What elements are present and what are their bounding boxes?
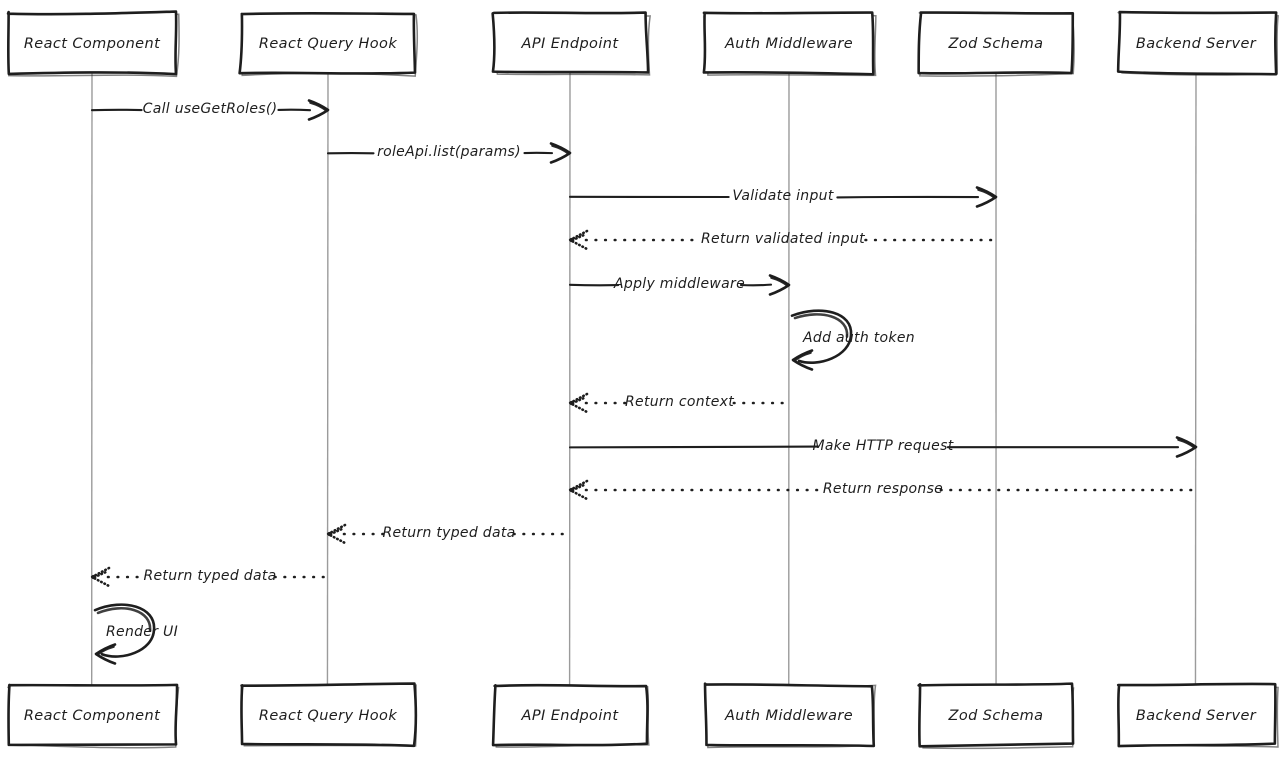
message-line-right <box>739 283 773 287</box>
actor-box-outline <box>7 683 179 747</box>
message-label-return-validated-input: Return validated input <box>701 231 865 247</box>
actor-label-zod-schema: Zod Schema <box>948 708 1044 724</box>
message-return-typed-data-api[interactable]: Return typed data <box>325 523 572 545</box>
actor-box-outline <box>6 10 178 76</box>
arrowhead-solid <box>94 643 117 665</box>
actor-label-backend-server: Backend Server <box>1136 708 1257 724</box>
message-label-return-context: Return context <box>625 394 734 410</box>
messages-group: Call useGetRoles() roleApi.list(params) Va… <box>89 99 1198 665</box>
message-label-roleapi-list: roleApi.list(params) <box>377 144 521 160</box>
message-line-left <box>568 445 820 449</box>
actor-box-outline <box>1116 682 1277 748</box>
message-label-call-usegetroles: Call useGetRoles() <box>143 101 278 117</box>
lifelines-group <box>90 72 1197 686</box>
arrowhead-dotted <box>325 523 347 545</box>
self-loop-path-overdraw <box>96 607 152 633</box>
message-label-apply-middleware: Apply middleware <box>613 276 745 292</box>
message-add-auth-token[interactable]: Add auth token <box>790 309 915 371</box>
actor-label-react-query-hook: React Query Hook <box>259 36 397 52</box>
actor-label-auth-middleware: Auth Middleware <box>724 708 853 724</box>
self-loop-path <box>93 603 156 658</box>
actor-box-outline <box>702 11 875 76</box>
message-make-http-request[interactable]: Make HTTP request <box>568 436 1198 458</box>
arrowhead-solid <box>549 142 572 164</box>
arrowhead-dotted <box>567 392 589 414</box>
arrowhead-solid <box>791 349 814 371</box>
message-label-render-ui: Render UI <box>106 624 178 640</box>
message-label-make-http-request: Make HTTP request <box>813 438 954 454</box>
actor-top-auth-middleware[interactable]: Auth Middleware <box>702 11 877 77</box>
actor-bottom-auth-middleware[interactable]: Auth Middleware <box>703 682 877 749</box>
actor-box-outline <box>491 11 650 74</box>
actors-top-group: React Component React Query Hook API Endpo… <box>6 10 1280 78</box>
actor-label-api-endpoint: API Endpoint <box>521 708 620 724</box>
actors-bottom-group: React Component React Query Hook API Endpo… <box>7 682 1279 750</box>
actor-label-react-component: React Component <box>24 36 161 52</box>
actor-box-outline <box>238 11 417 75</box>
message-label-validate-input: Validate input <box>732 188 833 204</box>
actor-box-outline <box>917 682 1075 748</box>
actor-box-outline <box>240 682 418 748</box>
actor-top-zod-schema[interactable]: Zod Schema <box>917 11 1075 77</box>
actor-label-react-component: React Component <box>24 708 161 724</box>
self-loop-path-overdraw <box>793 313 849 338</box>
message-roleapi-list[interactable]: roleApi.list(params) <box>326 142 572 164</box>
message-render-ui[interactable]: Render UI <box>93 603 178 665</box>
actor-top-react-component[interactable]: React Component <box>6 10 180 78</box>
actor-box-outline <box>1116 10 1278 76</box>
self-loop-path <box>790 309 853 364</box>
message-label-return-typed-data-api: Return typed data <box>382 525 515 541</box>
message-return-context[interactable]: Return context <box>567 392 791 414</box>
message-return-validated-input[interactable]: Return validated input <box>567 229 998 251</box>
message-apply-middleware[interactable]: Apply middleware <box>568 274 791 296</box>
arrowhead-solid <box>975 186 998 208</box>
actor-bottom-react-query-hook[interactable]: React Query Hook <box>240 682 418 748</box>
arrowhead-solid <box>1175 436 1198 458</box>
actor-label-zod-schema: Zod Schema <box>948 36 1044 52</box>
actor-box-outline <box>491 683 649 747</box>
message-validate-input[interactable]: Validate input <box>568 186 998 208</box>
actor-bottom-api-endpoint[interactable]: API Endpoint <box>491 683 650 748</box>
actor-label-auth-middleware: Auth Middleware <box>724 36 853 52</box>
lifeline-backend-server <box>1194 72 1197 686</box>
actor-bottom-zod-schema[interactable]: Zod Schema <box>917 682 1075 750</box>
arrowhead-dotted <box>567 229 589 251</box>
actor-top-react-query-hook[interactable]: React Query Hook <box>238 11 419 77</box>
actor-top-backend-server[interactable]: Backend Server <box>1116 10 1280 76</box>
actor-label-api-endpoint: API Endpoint <box>521 36 620 52</box>
arrowhead-solid <box>768 274 791 296</box>
message-label-return-typed-data-hook: Return typed data <box>143 568 276 584</box>
message-return-typed-data-hook[interactable]: Return typed data <box>89 566 330 588</box>
actor-bottom-react-component[interactable]: React Component <box>7 683 180 749</box>
actor-top-api-endpoint[interactable]: API Endpoint <box>491 11 651 76</box>
actor-box-outline <box>703 682 876 748</box>
actor-box-outline <box>917 11 1075 75</box>
message-label-return-response: Return response <box>823 481 943 497</box>
arrowhead-solid <box>307 99 330 121</box>
actor-bottom-backend-server[interactable]: Backend Server <box>1116 682 1279 748</box>
message-call-usegetroles[interactable]: Call useGetRoles() <box>90 99 330 121</box>
actor-label-backend-server: Backend Server <box>1136 36 1257 52</box>
arrowhead-dotted <box>89 566 111 588</box>
actor-label-react-query-hook: React Query Hook <box>259 708 397 724</box>
arrowhead-dotted <box>567 479 589 501</box>
message-return-response[interactable]: Return response <box>567 479 1198 501</box>
message-label-add-auth-token: Add auth token <box>802 330 915 346</box>
lifeline-react-query-hook <box>326 72 329 686</box>
